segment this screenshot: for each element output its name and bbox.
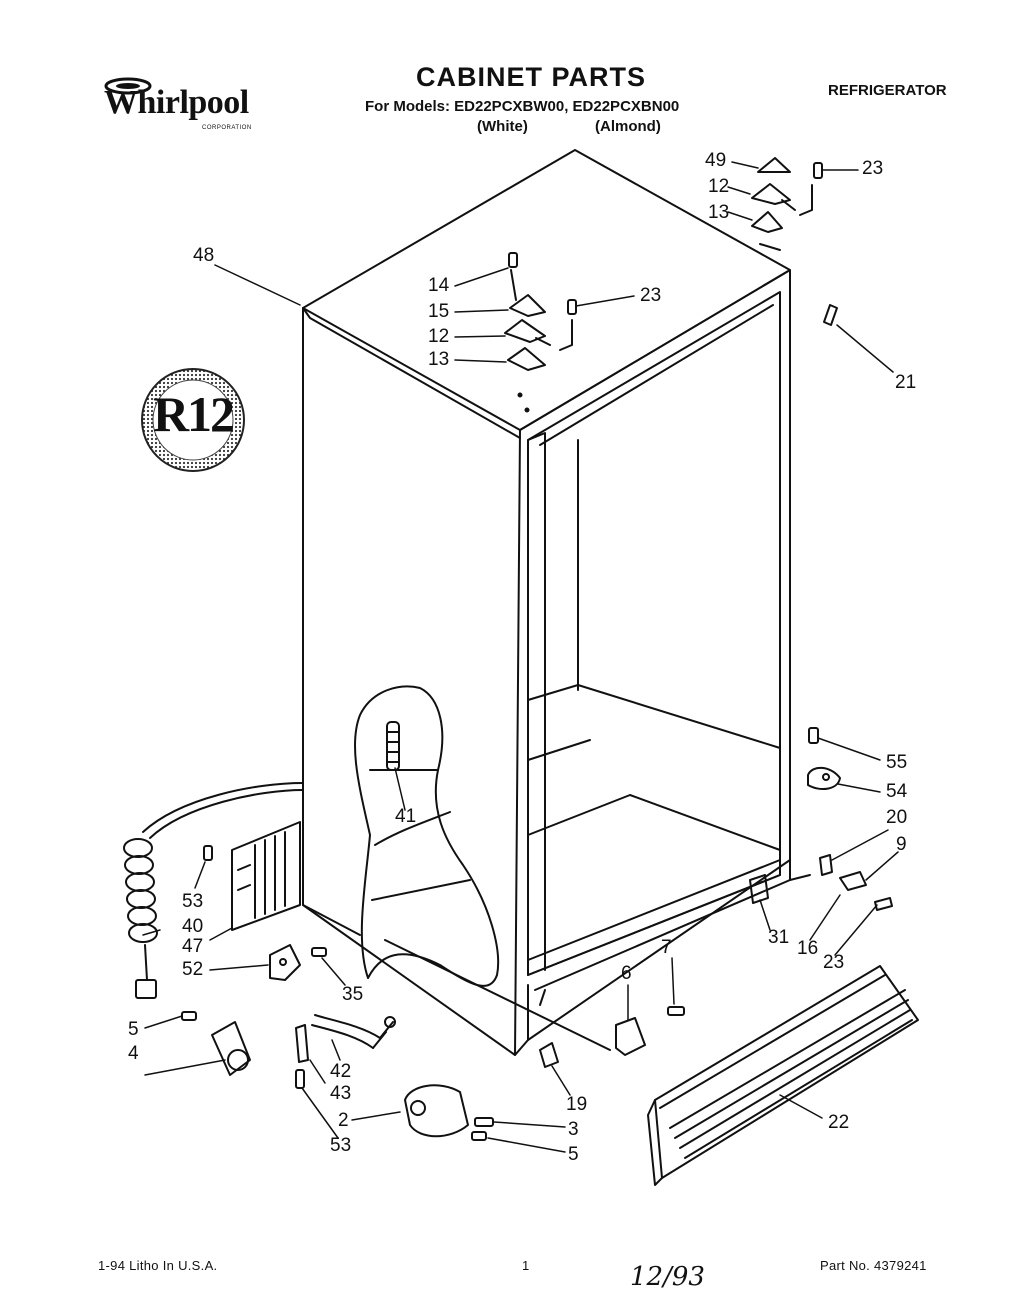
- callout-14: 14: [428, 275, 450, 296]
- part-21-pin: [823, 304, 838, 326]
- part-52-bracket: [269, 944, 301, 981]
- litho-text: 1-94 Litho In U.S.A.: [98, 1258, 218, 1273]
- callout-48: 48: [193, 245, 215, 266]
- callout-5: 5: [128, 1019, 139, 1040]
- callout-12: 12: [428, 326, 450, 347]
- whirlpool-logo: Whirlpool CORPORATION: [98, 70, 268, 136]
- r12-badge: R12: [138, 365, 248, 475]
- brand-wordmark: Whirlpool: [104, 84, 249, 121]
- callout-2: 2: [338, 1110, 349, 1131]
- callout-54: 54: [886, 781, 908, 802]
- callout-16: 16: [797, 938, 819, 959]
- callout-4: 4: [128, 1043, 139, 1064]
- upper-center-hinge: [504, 252, 577, 413]
- callout-53: 53: [182, 891, 204, 912]
- part-2-leveler: [404, 1084, 494, 1141]
- callout-52: 52: [182, 959, 204, 980]
- color-white-label: (White): [477, 118, 528, 135]
- callout-47: 47: [182, 936, 204, 957]
- r12-badge-circle-icon: [141, 368, 245, 472]
- r12-badge-text: R12: [152, 386, 235, 442]
- part-number: Part No. 4379241: [820, 1258, 927, 1273]
- callout-21: 21: [895, 372, 917, 393]
- callout-leaders: [142, 161, 899, 1153]
- callout-40: 40: [182, 916, 204, 937]
- callout-13: 13: [708, 202, 730, 223]
- callout-41: 41: [395, 806, 417, 827]
- callout-23: 23: [640, 285, 662, 306]
- callout-15: 15: [428, 301, 450, 322]
- callout-31: 31: [768, 927, 790, 948]
- callout-7: 7: [661, 937, 672, 958]
- part-42-tube: [311, 1014, 396, 1049]
- callout-12: 12: [708, 176, 730, 197]
- callout-20: 20: [886, 807, 908, 828]
- callout-23: 23: [823, 952, 845, 973]
- power-cord-assembly: [123, 782, 304, 999]
- part-41-drain-tube: [386, 721, 400, 771]
- handwritten-date: 12/93: [630, 1262, 705, 1292]
- lower-right-hardware: [749, 854, 893, 911]
- part-43-clip: [295, 1024, 309, 1063]
- part-19-clip: [539, 1042, 559, 1068]
- logo-swoosh-icon: [104, 77, 152, 95]
- callout-53: 53: [330, 1135, 352, 1156]
- callout-49: 49: [705, 150, 727, 171]
- part-53-screw-upper: [203, 845, 213, 861]
- part-53-screw-lower: [295, 1069, 305, 1089]
- part-47-control-box: [231, 821, 301, 931]
- part-55-54-bracket: [807, 727, 841, 791]
- callout-55: 55: [886, 752, 908, 773]
- color-almond-label: (Almond): [595, 118, 661, 135]
- part-35-screw: [311, 947, 327, 957]
- models-line: For Models: ED22PCXBW00, ED22PCXBN00: [365, 98, 680, 115]
- product-type: REFRIGERATOR: [828, 82, 947, 99]
- cutaway-view: [354, 685, 500, 987]
- callout-6: 6: [621, 963, 632, 984]
- page-title: CABINET PARTS: [416, 62, 647, 92]
- brand-subtitle: CORPORATION: [202, 125, 252, 131]
- callout-22: 22: [828, 1112, 850, 1133]
- callout-5: 5: [568, 1144, 579, 1165]
- part-6-bracket: [615, 1006, 685, 1056]
- callout-23: 23: [862, 158, 884, 179]
- part-22-base-grille: [647, 965, 919, 1186]
- callout-13: 13: [428, 349, 450, 370]
- callout-19: 19: [566, 1094, 588, 1115]
- page-number: 1: [522, 1258, 530, 1273]
- cabinet-body: [302, 149, 811, 1056]
- upper-right-hinge: [751, 157, 823, 251]
- callout-9: 9: [896, 834, 907, 855]
- callout-43: 43: [330, 1083, 352, 1104]
- callout-35: 35: [342, 984, 364, 1005]
- callout-3: 3: [568, 1119, 579, 1140]
- callout-42: 42: [330, 1061, 352, 1082]
